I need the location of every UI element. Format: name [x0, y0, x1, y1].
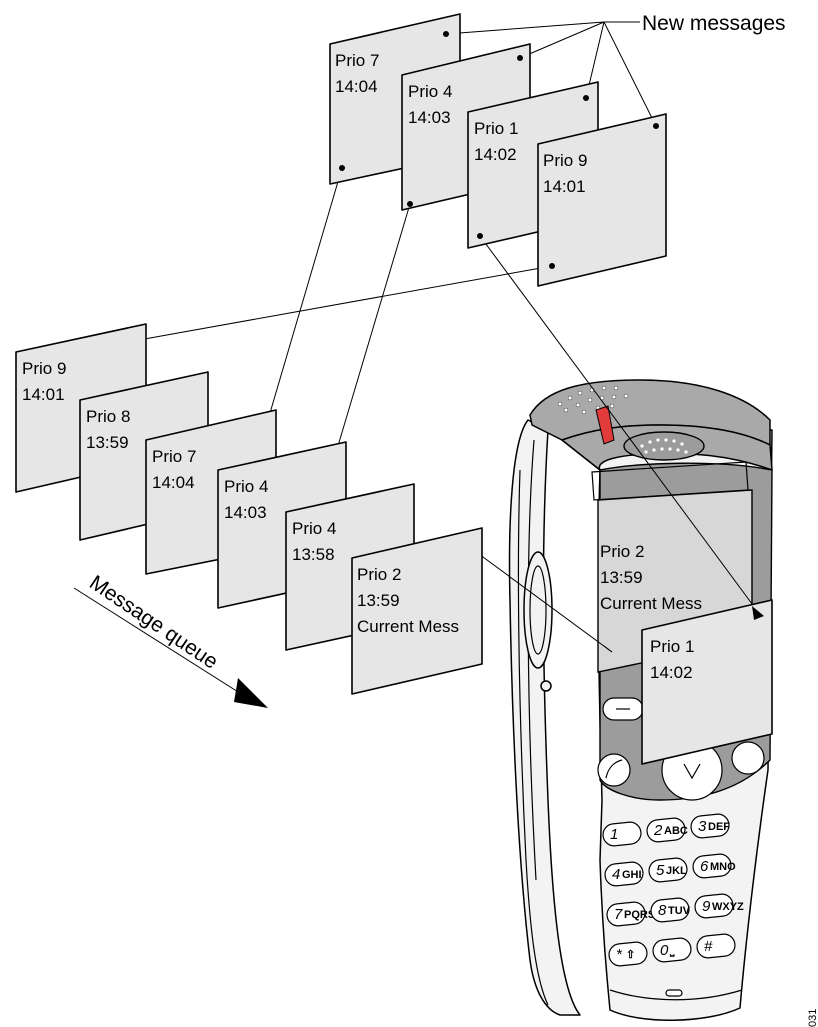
new-messages-group: Prio 7 14:04 Prio 4 14:03 Prio 1 14:02 P…: [329, 13, 667, 287]
key-number: 5: [656, 862, 665, 879]
queue-card-2-time: 13:59: [86, 433, 129, 452]
key-letters: MNO: [710, 861, 736, 873]
key-number: 9: [702, 898, 711, 915]
key-number: 4: [612, 866, 620, 883]
queue-group: Prio 9 14:01 Prio 8 13:59 Prio 7 14:04 P…: [15, 323, 483, 695]
key-letters: JKL: [666, 865, 687, 877]
queue-card-6-time: 13:59: [357, 591, 400, 610]
queue-direction-arrow: [234, 678, 268, 708]
key-letters: WXYZ: [712, 901, 744, 913]
queue-card-6-note: Current Mess: [357, 617, 459, 636]
new-card-3-time: 14:02: [474, 145, 517, 164]
queue-card-5-prio: Prio 4: [292, 519, 336, 538]
queue-card-3-time: 14:04: [152, 473, 195, 492]
key-number: 8: [658, 902, 667, 919]
new-card-4-prio: Prio 9: [543, 151, 587, 170]
key-number: *: [616, 946, 623, 963]
new-card-2-prio: Prio 4: [408, 82, 452, 101]
key-0[interactable]: 0⎵: [652, 937, 692, 963]
key-letters: TUV: [668, 905, 691, 917]
key-1[interactable]: 1: [602, 821, 642, 847]
key-letters: GHI: [622, 869, 642, 881]
queue-card-4-time: 14:03: [224, 503, 267, 522]
key-number: 6: [700, 858, 709, 875]
alarm-tab[interactable]: [595, 405, 615, 445]
handset-side-rail: [508, 419, 581, 1016]
key-number: 7: [614, 906, 623, 923]
queue-label-text: Message queue: [85, 571, 222, 674]
earpiece: [623, 431, 705, 461]
microphone: [665, 989, 683, 997]
key-number: #: [704, 938, 713, 955]
key-letters: PQRS: [624, 909, 655, 921]
key-number: 1: [610, 826, 618, 843]
queue-card-2-prio: Prio 8: [86, 407, 130, 426]
key-letters: ⎵: [669, 945, 675, 958]
new-card-4-time: 14:01: [543, 177, 586, 196]
key-number: 0: [660, 942, 669, 959]
queue-card-6-prio: Prio 2: [357, 565, 401, 584]
screen-note: Current Mess: [600, 594, 702, 613]
phone-screen-text: Prio 2 13:59 Current Mess: [600, 542, 702, 613]
incoming-time: 14:02: [650, 663, 693, 682]
new-messages-label: New messages: [642, 12, 786, 35]
incoming-prio: Prio 1: [650, 637, 694, 656]
new-card-2-time: 14:03: [408, 108, 451, 127]
incoming-message-card: Prio 1 14:02: [641, 599, 773, 765]
key-letters: DEF: [708, 821, 730, 833]
queue-card-5-time: 13:58: [292, 545, 335, 564]
end-key[interactable]: [731, 741, 765, 775]
queue-card-4-prio: Prio 4: [224, 477, 268, 496]
screen-time: 13:59: [600, 568, 643, 587]
key-hash[interactable]: #: [696, 933, 736, 959]
key-letters: ABC: [664, 825, 688, 837]
new-card-1-time: 14:04: [335, 77, 378, 96]
new-card-1-prio: Prio 7: [335, 51, 379, 70]
flow-lines: [121, 21, 759, 653]
key-letters: ⇧: [626, 949, 635, 961]
figure-code: 031: [807, 1009, 818, 1027]
queue-card-1-prio: Prio 9: [22, 359, 66, 378]
key-number: 3: [698, 818, 707, 835]
screen-prio: Prio 2: [600, 542, 644, 561]
side-button[interactable]: [523, 551, 553, 669]
key-star[interactable]: *⇧: [608, 941, 648, 967]
queue-card-1-time: 14:01: [22, 385, 65, 404]
queue-card-3-prio: Prio 7: [152, 447, 196, 466]
side-led: [540, 680, 552, 692]
call-key[interactable]: [597, 753, 631, 787]
new-card-4: [537, 113, 667, 287]
queue-card-6: [351, 527, 483, 695]
key-number: 2: [653, 822, 663, 839]
new-card-3-prio: Prio 1: [474, 119, 518, 138]
